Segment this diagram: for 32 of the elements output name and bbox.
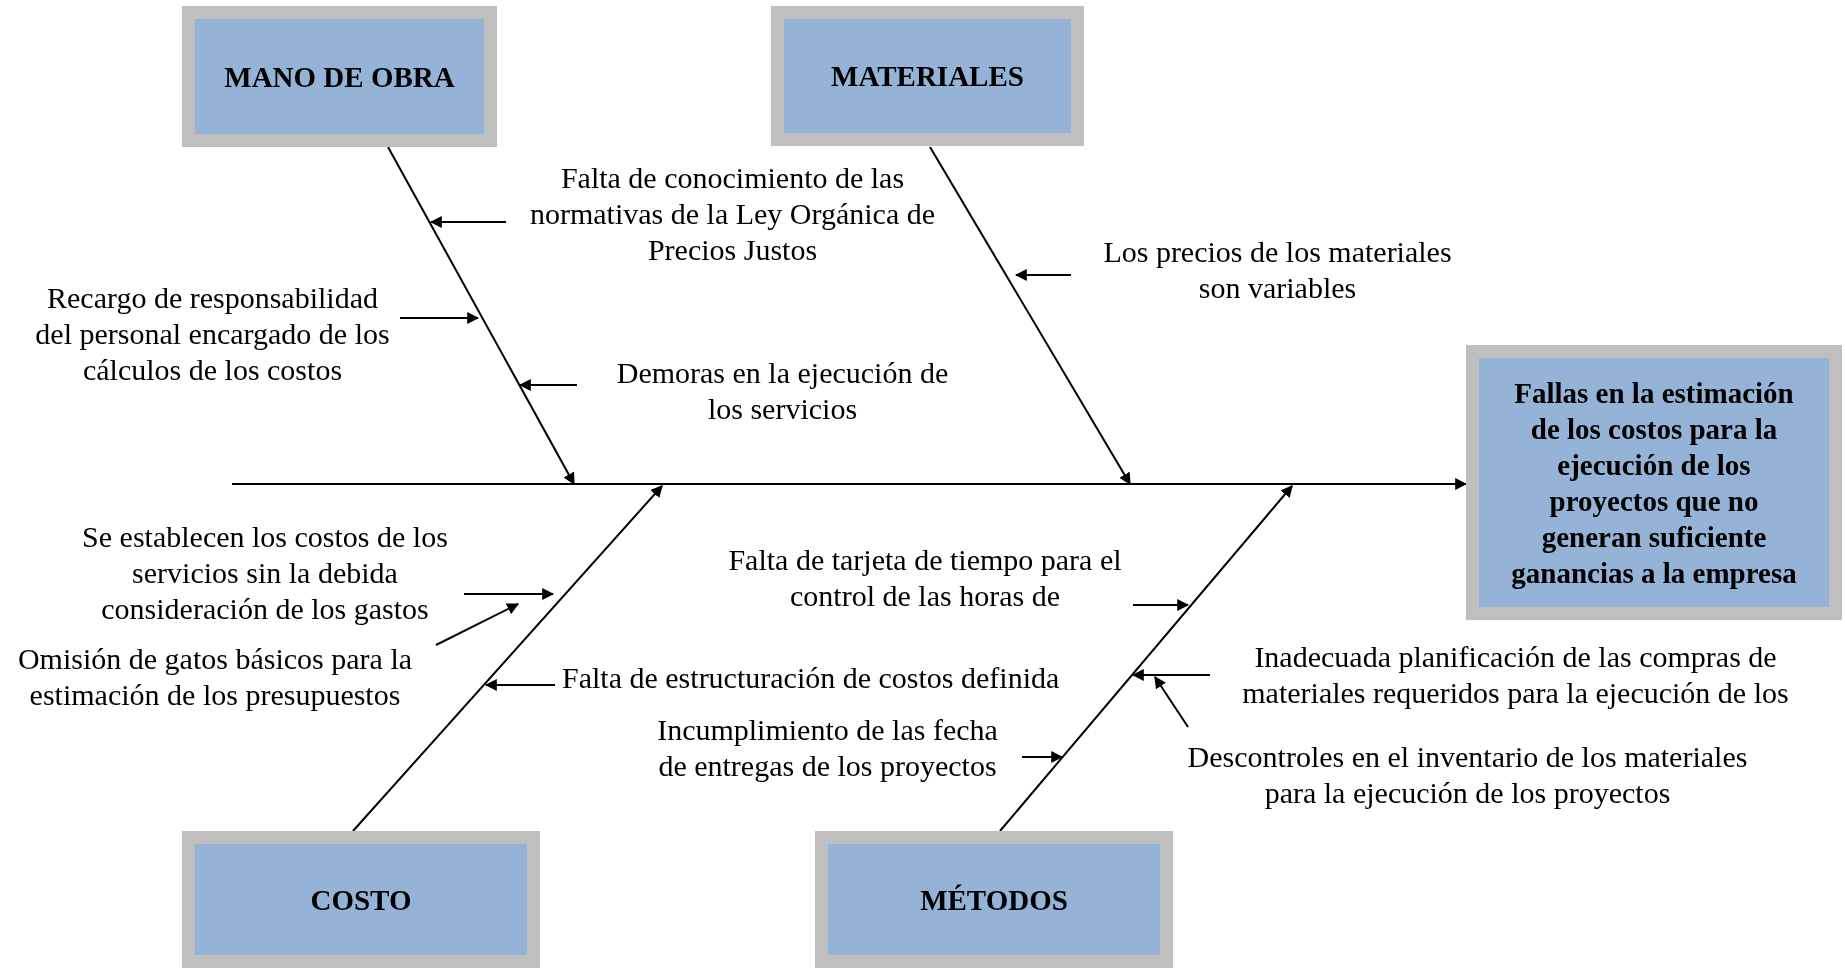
cause-text: Falta de conocimiento de las normativas de la Ley Orgánica de Precios Justos [510, 160, 955, 268]
arrow [1131, 669, 1211, 681]
arrow [929, 146, 1131, 486]
arrow [1014, 269, 1072, 281]
cause-text: Incumplimiento de las fecha de entregas de los proyectos [640, 712, 1015, 784]
effect-box: Fallas en la estimación de los costos para la ejecución de los proyectos que no generan suficiente ganancias a la empresa [1466, 345, 1842, 620]
cause-text: Falta de estructuración de costos definida [562, 660, 1060, 696]
category-box: MATERIALES [771, 6, 1084, 146]
arrow [1132, 599, 1190, 611]
category-box: MANO DE OBRA [182, 6, 497, 147]
cause-text: Descontroles en el inventario de los materiales para la ejecución de los proyectos [1175, 739, 1760, 811]
cause-text: Demoras en la ejecución de los servicios [600, 355, 965, 427]
cause-text: Se establecen los costos de los servicios sin la debida consideración de los gastos [70, 519, 460, 627]
arrow [518, 379, 578, 391]
arrow [352, 485, 663, 832]
cause-text: Recargo de responsabilidad del personal encargado de los cálculos de los costos [30, 280, 395, 388]
category-box: COSTO [182, 831, 540, 968]
category-box: MÉTODOS [815, 831, 1173, 968]
arrow [387, 146, 575, 486]
arrow [429, 216, 507, 228]
spine-arrow [231, 478, 1468, 490]
cause-text: Falta de tarjeta de tiempo para el control de las horas de [725, 542, 1125, 614]
cause-text: Los precios de los materiales son variables [1085, 234, 1470, 306]
arrow [1021, 751, 1064, 763]
arrow [463, 588, 555, 600]
arrow [435, 603, 520, 646]
arrow [399, 312, 480, 324]
arrow [1154, 676, 1189, 728]
cause-text: Omisión de gatos básicos para la estimación de los presupuestos [0, 641, 430, 713]
arrow [484, 679, 556, 691]
cause-text: Inadecuada planificación de las compras de materiales requeridos para la ejecución de los [1218, 639, 1813, 711]
arrow [999, 485, 1293, 832]
